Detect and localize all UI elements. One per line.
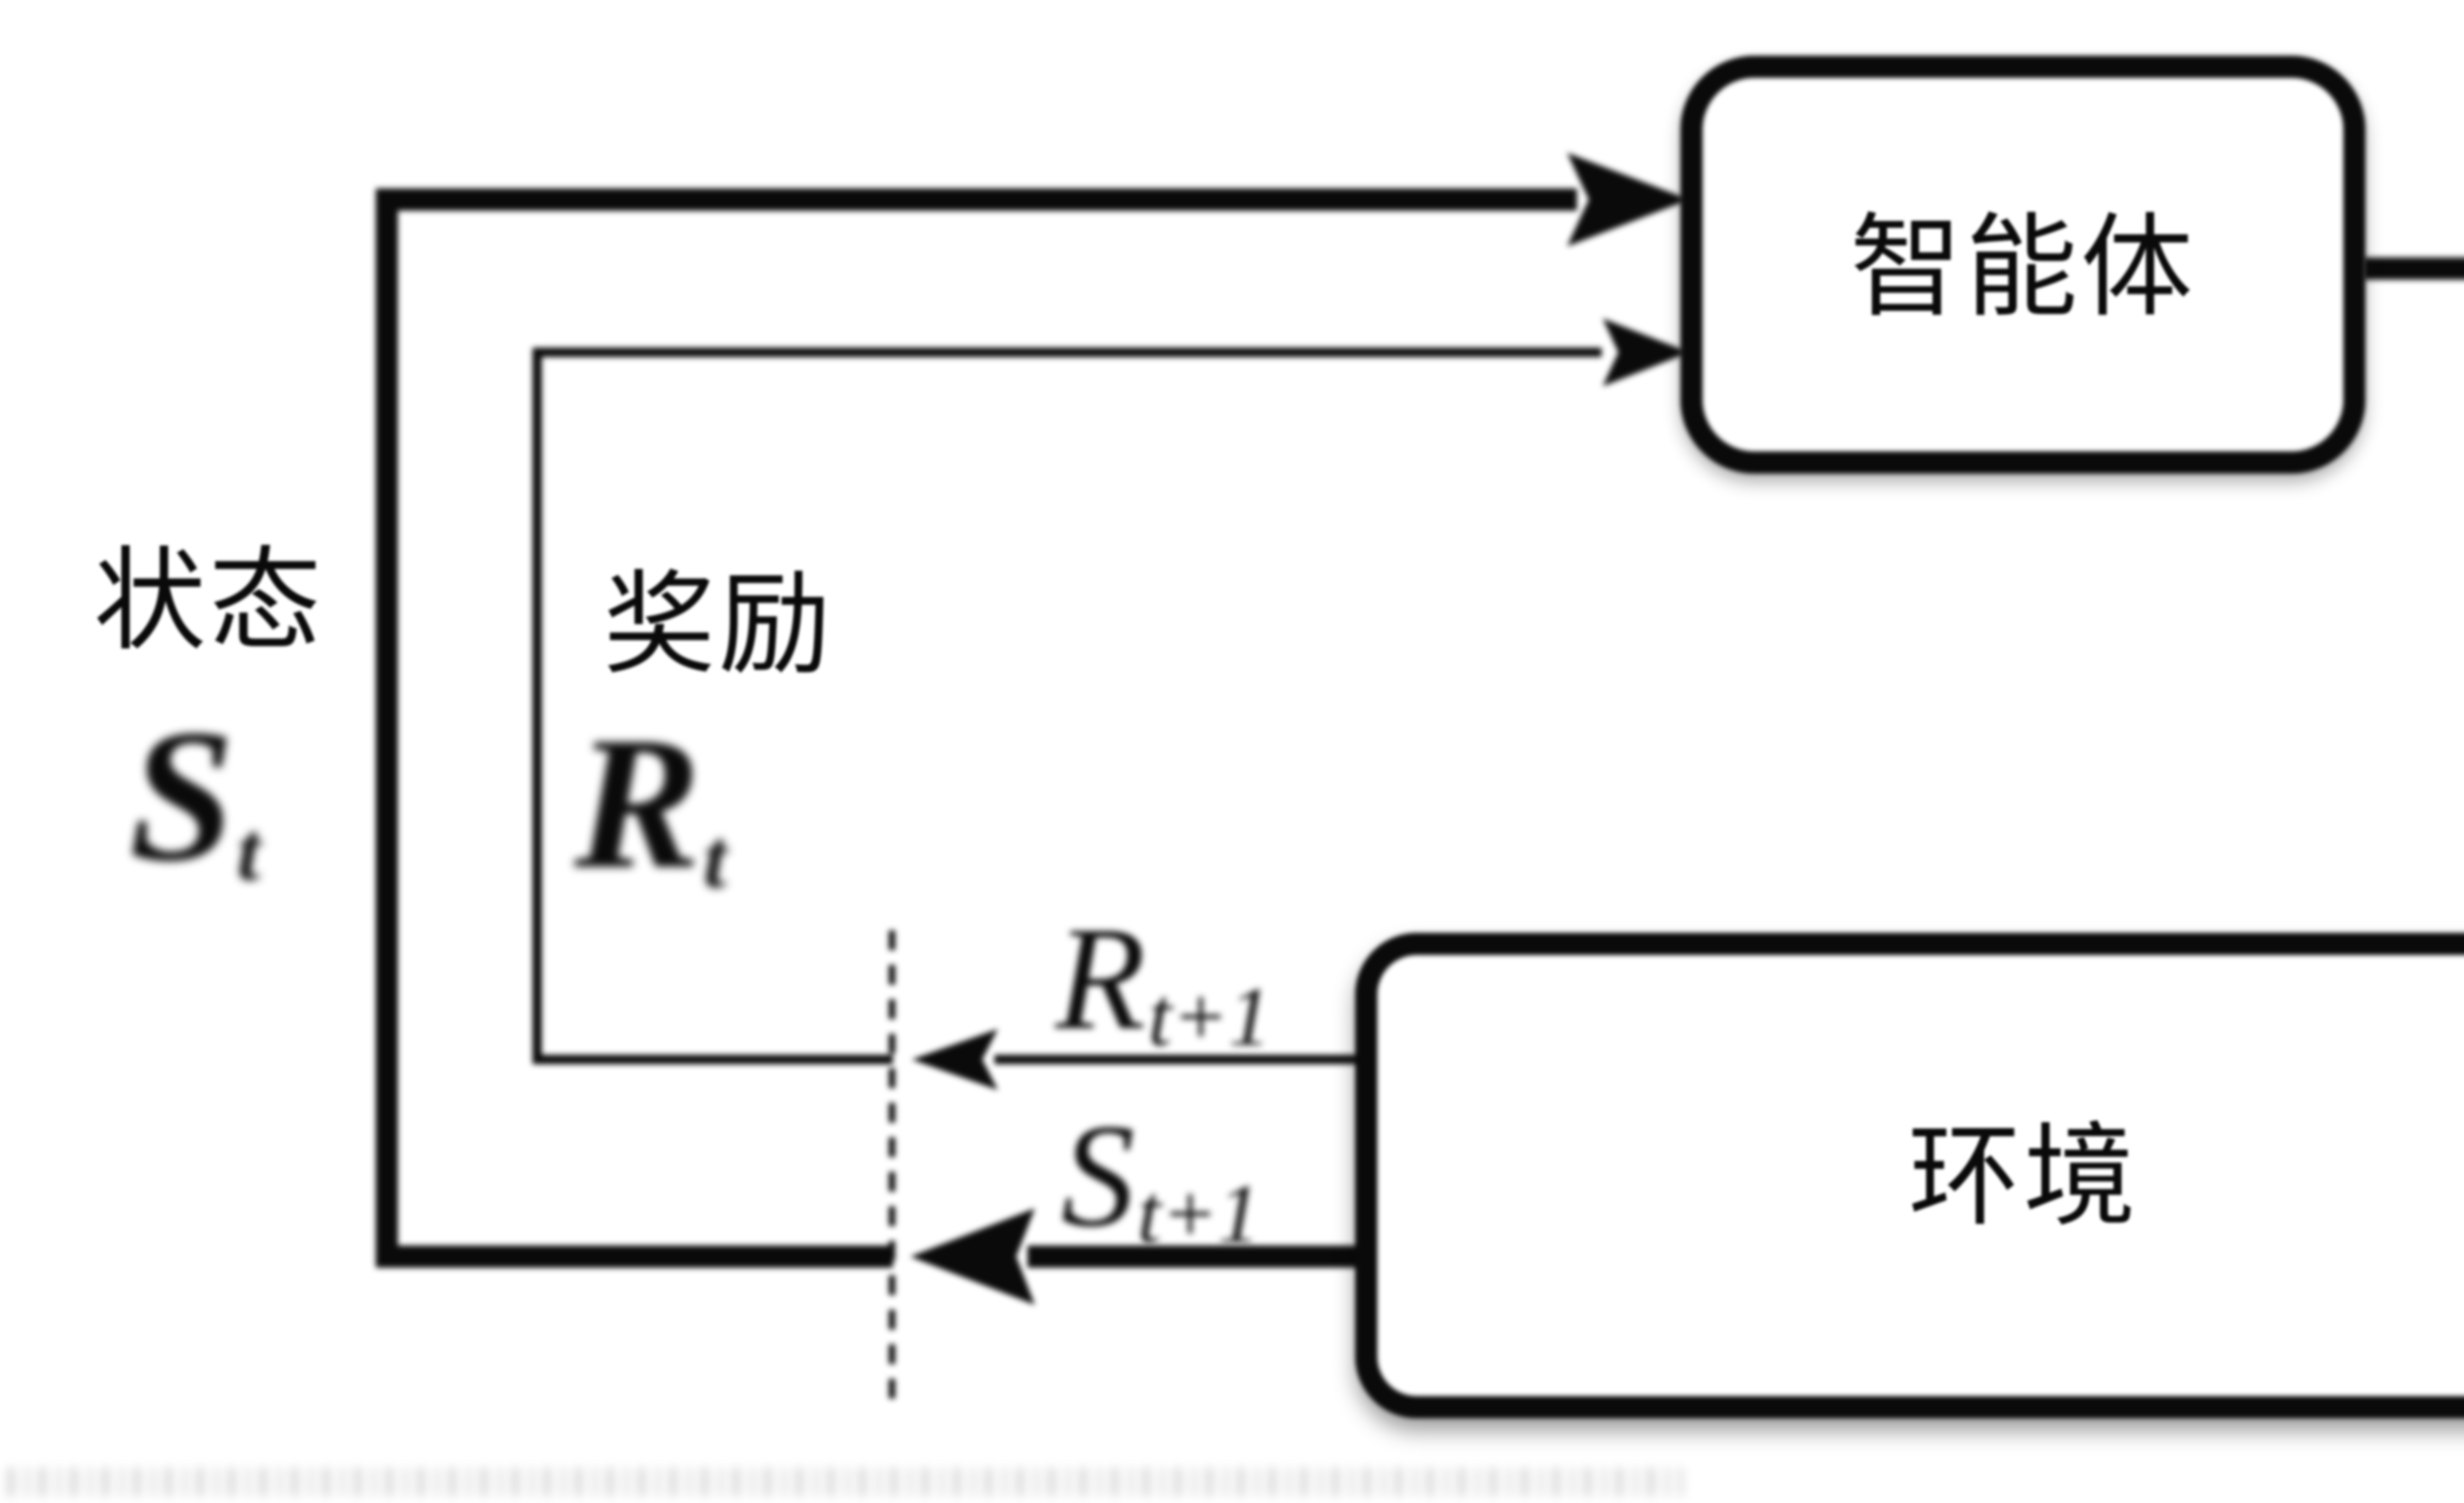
reward-var: Rt: [575, 708, 727, 905]
state-into-agent-arrowhead-icon: [1567, 153, 1689, 246]
next-reward-var-base: R: [1055, 896, 1146, 1060]
next-reward-var-subscript: t+1: [1148, 970, 1271, 1063]
next-state-var: St+1: [1061, 1101, 1260, 1256]
reward-into-agent-arrowhead-icon: [1603, 318, 1689, 386]
reward-var-base: R: [574, 698, 701, 908]
state-var-subscript: t: [237, 805, 261, 898]
reward-label-cn: 奖励: [603, 564, 834, 688]
next-state-arrowhead-icon: [910, 1208, 1035, 1305]
next-reward-arrowhead-icon: [912, 1029, 998, 1090]
environment-box: [1355, 933, 2464, 1418]
state-var: St: [129, 701, 261, 898]
state-label-cn: 状态: [94, 540, 324, 664]
reward-var-subscript: t: [703, 812, 727, 905]
next-reward-var: Rt+1: [1056, 904, 1271, 1059]
state-var-base: S: [129, 690, 235, 901]
state-loop-line: [376, 188, 1577, 1268]
next-state-var-subscript: t+1: [1137, 1167, 1260, 1261]
environment-label: 环境: [1908, 1116, 2139, 1240]
cutoff-caption-remnant: [7, 1468, 1683, 1496]
reward-loop-line: [532, 347, 1602, 1064]
next-state-var-base: S: [1061, 1093, 1135, 1257]
agent-label: 智能体: [1850, 206, 2196, 331]
agent-box: [1680, 56, 2365, 474]
